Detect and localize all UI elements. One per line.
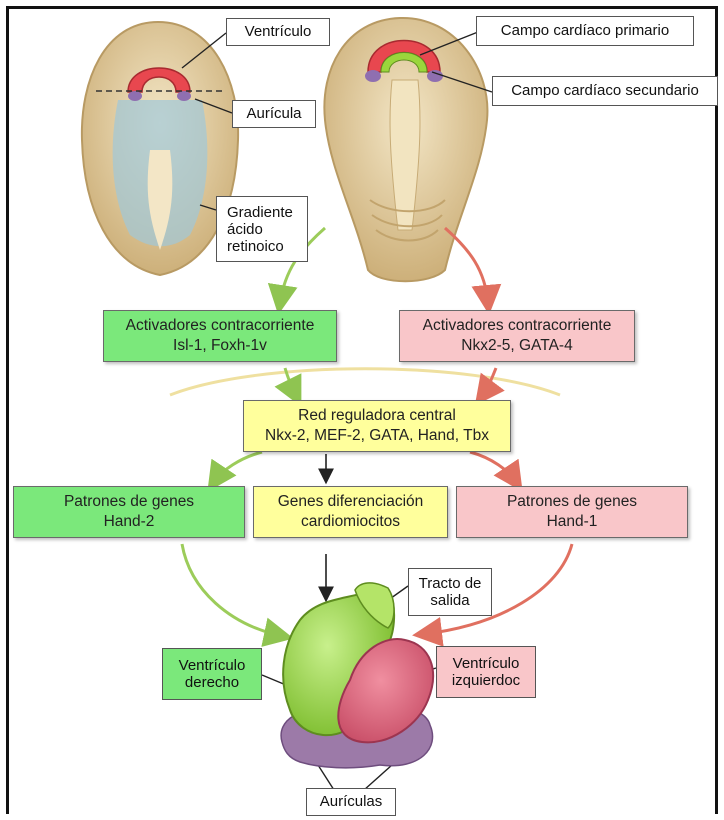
arrow-to-hand1 xyxy=(470,452,516,482)
label-auricula: Aurícula xyxy=(232,100,316,128)
box-red-line2: Nkx-2, MEF-2, GATA, Hand, Tbx xyxy=(265,426,489,446)
label-ventriculo-izquierdo: Ventrículo izquierdoc xyxy=(436,646,536,698)
label-tracto-de-salida: Tracto de salida xyxy=(408,568,492,616)
box-patrones-hand2-line2: Hand-2 xyxy=(104,512,155,532)
label-gradiente-acido-retinoico: Gradiente ácido retinoico xyxy=(216,196,308,262)
box-activadores-derecha-line1: Activadores contracorriente xyxy=(423,316,612,336)
box-genes-line2: cardiomiocitos xyxy=(301,512,400,532)
box-activadores-izquierda-line1: Activadores contracorriente xyxy=(126,316,315,336)
box-patrones-hand2: Patrones de genes Hand-2 xyxy=(13,486,245,538)
box-patrones-hand1-line1: Patrones de genes xyxy=(507,492,637,512)
label-auriculas: Aurículas xyxy=(306,788,396,816)
box-red-line1: Red reguladora central xyxy=(298,406,456,426)
label-campo-cardiaco-secundario: Campo cardíaco secundario xyxy=(492,76,718,106)
box-patrones-hand1: Patrones de genes Hand-1 xyxy=(456,486,688,538)
box-activadores-izquierda: Activadores contracorriente Isl-1, Foxh-… xyxy=(103,310,337,362)
box-genes-line1: Genes diferenciación xyxy=(278,492,424,512)
arrow-hand2-to-heart xyxy=(182,544,282,636)
right-embryo xyxy=(324,18,487,281)
label-campo-cardiaco-primario: Campo cardíaco primario xyxy=(476,16,694,46)
label-ventriculo: Ventrículo xyxy=(226,18,330,46)
box-activadores-derecha: Activadores contracorriente Nkx2-5, GATA… xyxy=(399,310,635,362)
arrow-to-central-right xyxy=(482,368,496,396)
label-ventriculo-derecho: Ventrículo derecho xyxy=(162,648,262,700)
arrow-to-hand2 xyxy=(214,452,262,482)
box-red-reguladora-central: Red reguladora central Nkx-2, MEF-2, GAT… xyxy=(243,400,511,452)
box-activadores-derecha-line2: Nkx2-5, GATA-4 xyxy=(461,336,572,356)
box-activadores-izquierda-line2: Isl-1, Foxh-1v xyxy=(173,336,267,356)
box-patrones-hand1-line2: Hand-1 xyxy=(547,512,598,532)
box-patrones-hand2-line1: Patrones de genes xyxy=(64,492,194,512)
left-embryo xyxy=(82,22,238,275)
box-genes-diferenciacion: Genes diferenciación cardiomiocitos xyxy=(253,486,448,538)
